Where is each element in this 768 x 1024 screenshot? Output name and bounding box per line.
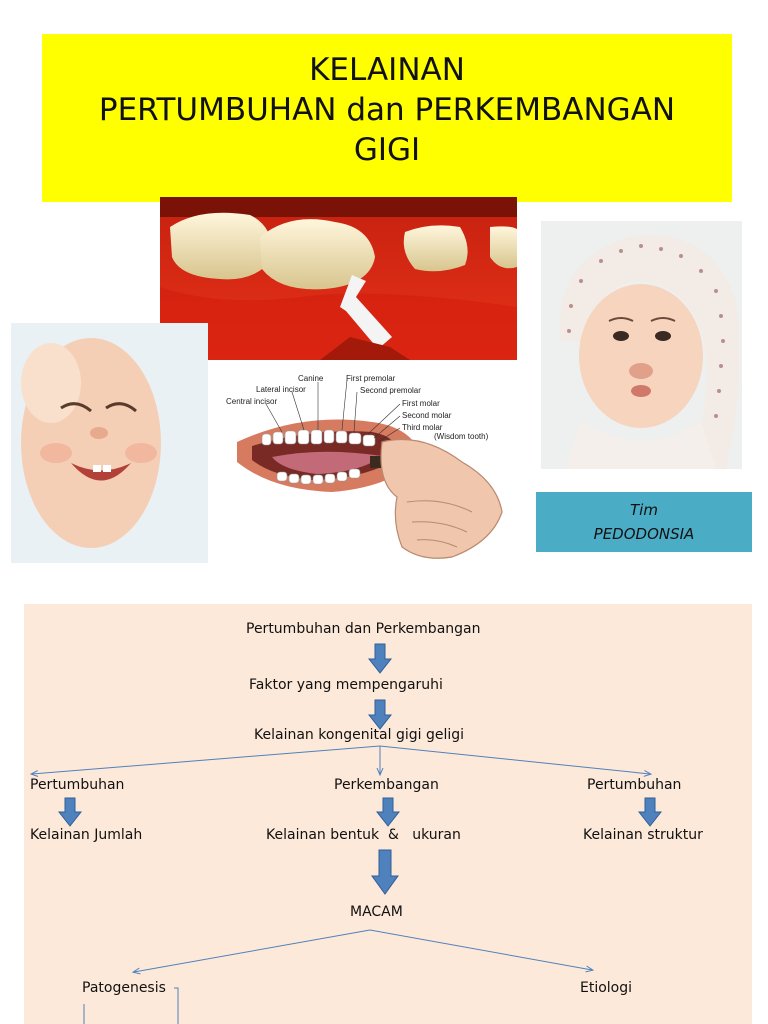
node-types: MACAM xyxy=(350,904,403,920)
node-left-result: Kelainan Jumlah xyxy=(30,827,143,843)
label-second-premolar: Second premolar xyxy=(360,386,421,395)
label-first-premolar: First premolar xyxy=(346,374,396,383)
node-left-branch: Pertumbuhan xyxy=(30,777,125,793)
flowchart-panel: Pertumbuhan dan Perkembangan Faktor yang… xyxy=(24,604,752,1024)
title-banner: KELAINAN PERTUMBUHAN dan PERKEMBANGAN GI… xyxy=(42,34,732,202)
block-arrow-1 xyxy=(367,643,393,674)
team-line-2: PEDODONSIA xyxy=(593,525,695,543)
node-factor: Faktor yang mempengaruhi xyxy=(249,677,443,693)
title-line-2: PERTUMBUHAN dan PERKEMBANGAN xyxy=(98,92,676,128)
label-first-molar: First molar xyxy=(402,399,440,408)
teeth-diagram: Canine First premolar Lateral incisor Se… xyxy=(222,372,512,567)
block-arrow-2 xyxy=(367,699,393,730)
block-arrow-left xyxy=(57,797,83,827)
title-line-3: GIGI xyxy=(353,132,421,168)
label-third-molar: Third molar xyxy=(402,423,443,432)
laughing-baby-photo xyxy=(11,323,208,563)
pouting-baby-photo xyxy=(541,221,742,469)
team-box: Tim PEDODONSIA xyxy=(536,492,752,552)
title-line-1: KELAINAN xyxy=(309,52,465,88)
label-canine: Canine xyxy=(298,374,324,383)
label-wisdom-tooth: (Wisdom tooth) xyxy=(434,432,489,441)
dental-photo xyxy=(160,197,517,360)
node-middle-branch: Perkembangan xyxy=(334,777,439,793)
block-arrow-middle xyxy=(375,797,401,827)
node-etiology: Etiologi xyxy=(580,980,633,996)
label-central-incisor: Central incisor xyxy=(226,397,277,406)
node-root: Pertumbuhan dan Perkembangan xyxy=(246,621,481,637)
team-line-1: Tim xyxy=(630,501,658,519)
node-congenital: Kelainan kongenital gigi geligi xyxy=(254,727,465,743)
flowchart-connectors xyxy=(24,643,663,1024)
block-arrow-macam xyxy=(371,849,399,895)
label-lateral-incisor: Lateral incisor xyxy=(256,385,306,394)
node-pathogenesis: Patogenesis xyxy=(82,980,166,996)
node-right-result: Kelainan struktur xyxy=(583,827,703,843)
label-second-molar: Second molar xyxy=(402,411,452,420)
node-middle-result: Kelainan bentuk & ukuran xyxy=(266,827,461,843)
block-arrow-right xyxy=(637,797,663,827)
node-right-branch: Pertumbuhan xyxy=(587,777,682,793)
